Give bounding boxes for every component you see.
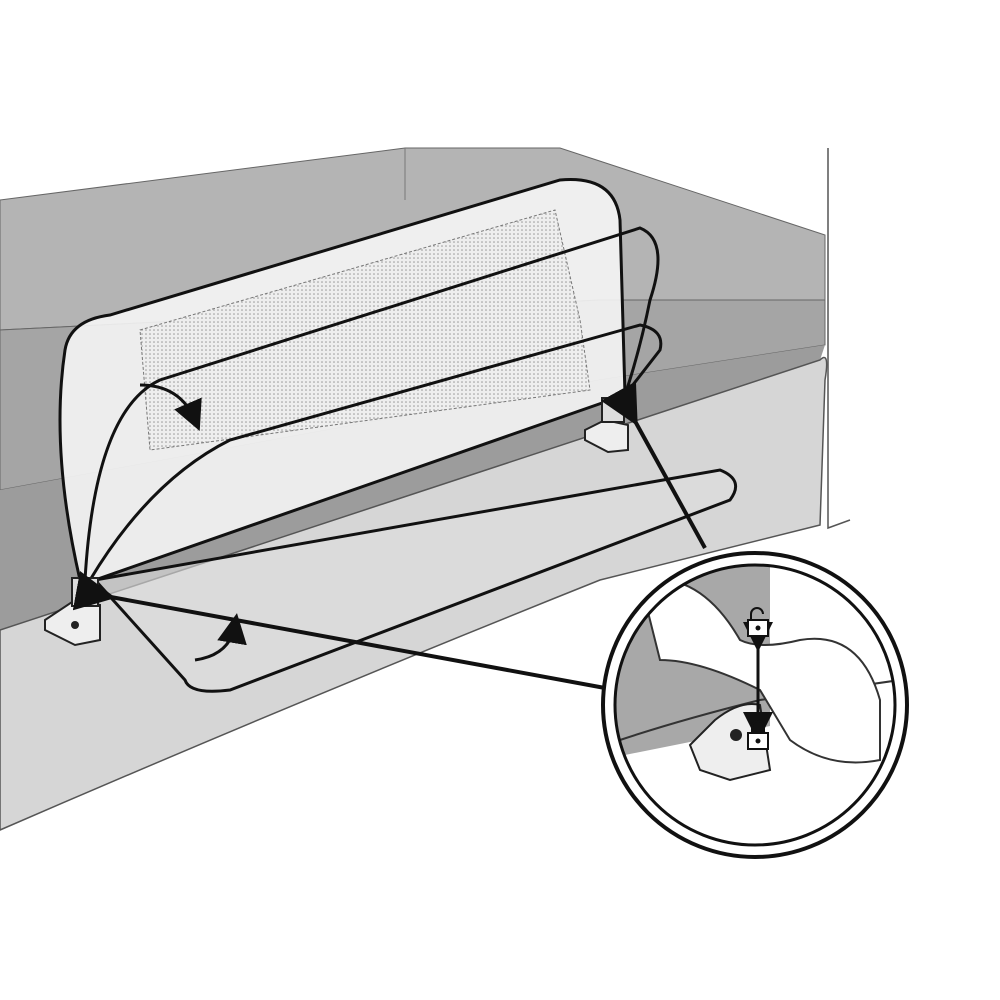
pointer-line bbox=[72, 570, 606, 690]
rail-mesh bbox=[139, 209, 591, 451]
pointer-line bbox=[600, 381, 707, 549]
fold-path-3 bbox=[92, 468, 738, 693]
fold-path-2 bbox=[88, 323, 663, 581]
detail-inset bbox=[601, 551, 909, 859]
wall-edge bbox=[827, 148, 851, 530]
fold-path-1 bbox=[83, 226, 660, 581]
arrow-icon bbox=[194, 613, 247, 662]
unlock-icon bbox=[747, 607, 769, 637]
lock-icon bbox=[747, 720, 769, 750]
arrow-icon bbox=[139, 383, 202, 432]
